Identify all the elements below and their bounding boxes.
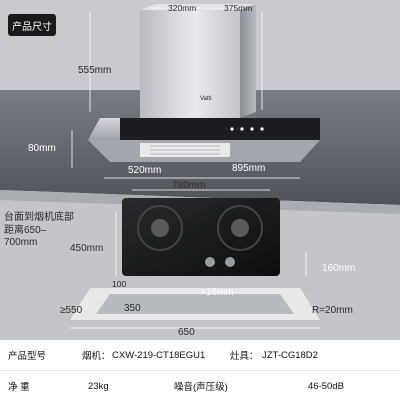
- dim-cutout-radius: R=20mm: [312, 305, 353, 316]
- dim-height-chimney: 555mm: [78, 65, 112, 76]
- dim-cutout-gap: >16mm: [200, 287, 234, 298]
- spec-noise-label: 噪音(声压级): [174, 382, 228, 393]
- knob-left: [205, 257, 215, 267]
- page-title-badge: 产品尺寸: [8, 14, 56, 36]
- cutout-hole: [96, 294, 294, 314]
- control-light: [240, 127, 244, 131]
- dim-hood-height: 80mm: [28, 143, 56, 154]
- control-light: [250, 127, 254, 131]
- spec-noise-value: 46-50dB: [308, 380, 344, 392]
- dim-stove-depth: 450mm: [70, 243, 104, 254]
- dim-width-top: 320mm: [168, 3, 197, 13]
- spec-weight-value: 23kg: [88, 380, 109, 392]
- dim-depth-top: 375mm: [224, 3, 253, 13]
- burner-left-cap: [151, 219, 169, 237]
- spec-label-weight: 净 重: [8, 382, 30, 393]
- spec-row-model: 产品型号 烟机： CXW-219-CT18EGU1 灶具： JZT-CG18D2: [0, 340, 400, 370]
- dim-stove-width: 780mm: [172, 180, 206, 191]
- burner-right-cap: [231, 219, 249, 237]
- chimney-top: [140, 4, 256, 10]
- dim-counter-height-label: 台面到烟机底部距离650–700mm: [4, 212, 74, 248]
- hood-glass-panel: [120, 118, 320, 140]
- control-light: [260, 127, 264, 131]
- cooktop-glass: [122, 198, 280, 276]
- chimney-front: [140, 10, 240, 118]
- spec-row-weight: 净 重 23kg 噪音(声压级) 46-50dB: [0, 370, 400, 400]
- control-light: [230, 127, 234, 131]
- dim-hood-depth: 520mm: [128, 165, 162, 176]
- spec-hood-model: CXW-219-CT18EGU1: [112, 349, 206, 361]
- dim-cutout-front: 100: [112, 279, 127, 289]
- knob-right: [225, 257, 235, 267]
- spec-hood-prefix: 烟机：: [82, 351, 111, 362]
- dim-stove-height: 160mm: [322, 263, 356, 274]
- spec-stove-prefix: 灶具：: [230, 351, 259, 362]
- burner-right: [217, 205, 263, 251]
- spec-table: 产品型号 烟机： CXW-219-CT18EGU1 灶具： JZT-CG18D2…: [0, 340, 400, 400]
- spec-stove-model: JZT-CG18D2: [262, 349, 318, 361]
- spec-label-model: 产品型号: [8, 351, 47, 362]
- burner-left: [137, 205, 183, 251]
- dim-cutout-depth: 350: [124, 303, 141, 314]
- dimension-lines: [70, 7, 320, 329]
- chimney-side: [240, 4, 256, 118]
- brand-label: Vatti: [200, 96, 212, 102]
- dimension-diagram: [0, 4, 400, 329]
- dim-cutout-min: ≥550: [60, 305, 83, 316]
- dim-cutout-width: 650: [178, 327, 195, 338]
- dim-hood-width: 895mm: [232, 163, 266, 174]
